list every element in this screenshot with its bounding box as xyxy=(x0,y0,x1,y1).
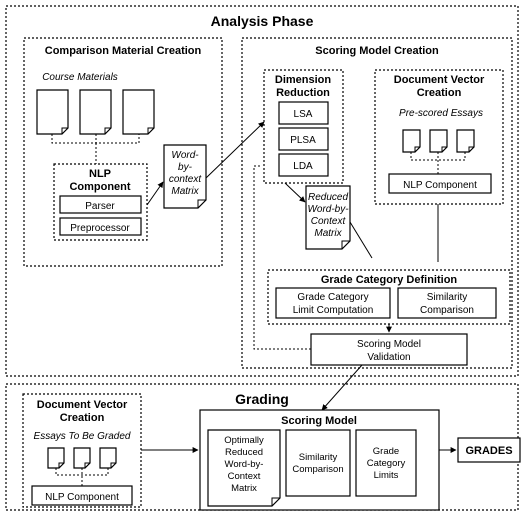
graded-essay-doc-3 xyxy=(99,447,117,469)
grading-dvc-title-line2: Creation xyxy=(60,412,105,424)
reduced-matrix-doc: Reduced Word-by- Context Matrix xyxy=(305,185,351,250)
dvc-title-line2: Creation xyxy=(417,87,462,99)
matrix-label-line4: Matrix xyxy=(171,186,199,197)
grade-limits-line2: Category xyxy=(367,458,406,469)
arrow-matrix-to-dimension-reduction xyxy=(205,121,265,179)
prescored-essay-doc-2 xyxy=(429,129,448,153)
grade-limits-line1: Grade xyxy=(373,446,399,457)
essays-to-be-graded-label: Essays To Be Graded xyxy=(34,431,131,442)
course-materials-label: Course Materials xyxy=(42,72,118,83)
preprocessor-box xyxy=(59,217,142,236)
plsa-label: PLSA xyxy=(290,135,316,146)
prescored-merge-line xyxy=(410,152,466,174)
grade-category-limits-box xyxy=(355,429,417,497)
scoring-model-box: Scoring Model Optimally Reduced Word-by-… xyxy=(199,409,440,511)
word-by-context-matrix: Word- by- context Matrix xyxy=(163,144,207,209)
course-material-doc-1 xyxy=(36,89,69,135)
comparison-material-creation: Comparison Material Creation Course Mate… xyxy=(23,37,223,267)
arrow-validation-to-scoring-model xyxy=(321,364,363,411)
nlp-component-grading-box xyxy=(31,485,133,506)
arrow-dimension-to-reduced-matrix xyxy=(284,182,306,203)
graded-essay-doc-2 xyxy=(73,447,91,469)
similarity-comparison-analysis-box xyxy=(397,287,497,319)
comparison-material-title: Comparison Material Creation xyxy=(45,45,202,57)
prescored-essay-doc-1 xyxy=(402,129,421,153)
nlp-component-analysis-box xyxy=(388,173,492,194)
nlp-component-box: NLP Component Parser Preprocessor xyxy=(53,163,148,241)
graded-essays-merge-line xyxy=(55,468,109,486)
course-material-doc-3 xyxy=(122,89,155,135)
prescored-essays-label: Pre-scored Essays xyxy=(399,108,483,119)
grades-label: GRADES xyxy=(465,445,512,457)
grade-category-definition-title: Grade Category Definition xyxy=(321,274,458,286)
lsa-label: LSA xyxy=(294,109,313,120)
similarity-comparison-grading-line1: Similarity xyxy=(299,452,338,463)
grades-box: GRADES xyxy=(457,437,521,463)
prescored-essay-doc-3 xyxy=(456,129,475,153)
grading-phase-title: Grading xyxy=(235,391,289,407)
similarity-comparison-grading-box xyxy=(285,429,351,497)
nlp-component-analysis-label: NLP Component xyxy=(403,180,477,191)
nlp-component-grading-label: NLP Component xyxy=(45,492,119,503)
grade-limits-line3: Limits xyxy=(374,470,399,481)
matrix-label-line1: Word- xyxy=(171,150,199,161)
scoring-model-title: Scoring Model xyxy=(281,415,357,427)
similarity-comparison-analysis-line1: Similarity xyxy=(427,292,468,303)
dvc-title-line1: Document Vector xyxy=(394,74,485,86)
similarity-comparison-analysis-line2: Comparison xyxy=(420,305,474,316)
analysis-phase: Analysis Phase xyxy=(5,5,519,377)
matrix-label-line3: context xyxy=(169,174,202,185)
dimension-reduction-box: Dimension Reduction LSA PLSA LDA xyxy=(263,69,344,184)
scoring-model-validation-box: Scoring Model Validation xyxy=(310,333,468,366)
comparison-material-frame xyxy=(23,37,223,267)
optimally-reduced-matrix-doc: Optimally Reduced Word-by- Context Matri… xyxy=(207,429,281,507)
validation-feedback-loop xyxy=(253,165,311,350)
validation-line1: Scoring Model xyxy=(357,339,421,350)
reduced-matrix-line1: Reduced xyxy=(308,192,348,203)
lda-label: LDA xyxy=(293,161,313,172)
grading-document-vector-creation: Document Vector Creation Essays To Be Gr… xyxy=(22,393,142,508)
preprocessor-label: Preprocessor xyxy=(70,223,130,234)
arrow-nlp-to-matrix xyxy=(146,181,164,206)
parser-label: Parser xyxy=(85,201,115,212)
dimension-reduction-title-line2: Reduction xyxy=(276,87,330,99)
plsa-box xyxy=(278,127,329,151)
scoring-model-creation: Scoring Model Creation Dimension Reducti… xyxy=(241,37,513,369)
scoring-model-creation-title: Scoring Model Creation xyxy=(315,45,439,57)
optimally-reduced-line5: Matrix xyxy=(231,483,257,494)
dimension-reduction-title-line1: Dimension xyxy=(275,74,332,86)
nlp-component-title-line2: Component xyxy=(69,181,130,193)
validation-line2: Validation xyxy=(367,352,410,363)
limit-computation-line1: Grade Category xyxy=(297,292,368,303)
course-material-doc-2 xyxy=(79,89,112,135)
similarity-comparison-grading-line2: Comparison xyxy=(292,464,343,475)
optimally-reduced-line1: Optimally xyxy=(224,435,264,446)
matrix-label-line2: by- xyxy=(178,162,193,173)
reduced-matrix-line2: Word-by- xyxy=(307,204,349,215)
optimally-reduced-line4: Context xyxy=(228,471,261,482)
line-reduced-matrix-to-grade-definition xyxy=(349,221,373,259)
parser-box xyxy=(59,195,142,214)
course-materials-merge-line xyxy=(51,134,140,164)
optimally-reduced-line2: Reduced xyxy=(225,447,263,458)
analysis-phase-frame xyxy=(5,5,519,377)
document-vector-creation-box: Document Vector Creation Pre-scored Essa… xyxy=(374,69,504,205)
graded-essay-doc-1 xyxy=(47,447,65,469)
optimally-reduced-line3: Word-by- xyxy=(225,459,264,470)
lda-box xyxy=(278,153,329,177)
reduced-matrix-line3: Context xyxy=(311,216,347,227)
reduced-matrix-line4: Matrix xyxy=(314,228,342,239)
limit-computation-line2: Limit Computation xyxy=(293,305,374,316)
lsa-box xyxy=(278,101,329,125)
grading-dvc-title-line1: Document Vector xyxy=(37,399,128,411)
nlp-component-title-line1: NLP xyxy=(89,168,111,180)
grade-category-definition-box: Grade Category Definition Grade Category… xyxy=(267,269,511,325)
limit-computation-box xyxy=(275,287,391,319)
analysis-phase-title: Analysis Phase xyxy=(211,13,314,29)
